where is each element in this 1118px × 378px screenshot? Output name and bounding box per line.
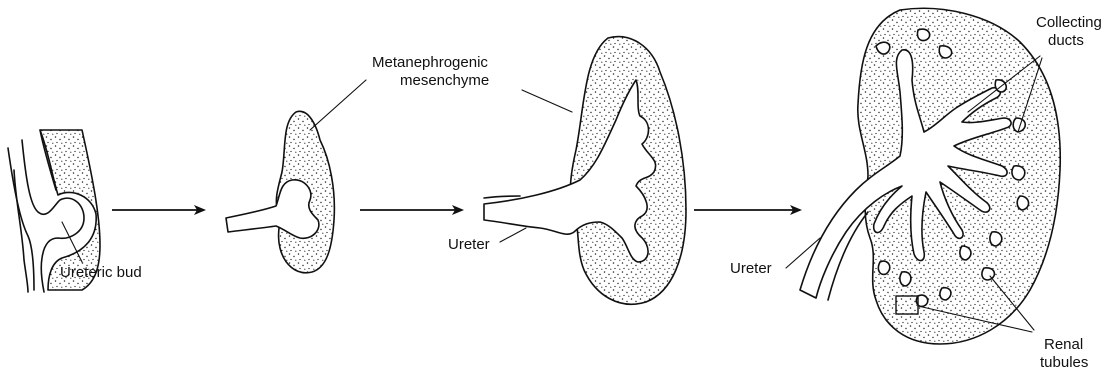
stage-3 [484, 37, 686, 305]
ureter-label-stage4: Ureter [730, 260, 772, 277]
ureter-label-stage3: Ureter [448, 236, 490, 253]
stage-2 [226, 111, 334, 272]
stage2-bud [226, 180, 319, 238]
ureter3-leader [500, 228, 526, 242]
stage1-duct [8, 148, 34, 290]
metanephrogenic-leader-1 [310, 80, 366, 130]
metanephrogenic-leader-2 [522, 90, 572, 112]
ureteric-bud-label: Ureteric bud [60, 264, 142, 281]
stage3-ureter-upper [484, 196, 520, 198]
stage-4 [800, 8, 1060, 344]
renal-tubules-label-line1: Renal [1044, 336, 1083, 353]
collecting-ducts-label-line1: Collecting [1036, 14, 1102, 31]
collecting-ducts-label-line2: ducts [1048, 32, 1084, 49]
renal-tubules-label-line2: tubules [1040, 354, 1088, 371]
metanephrogenic-label-line1: Metanephrogenic [372, 54, 488, 71]
metanephrogenic-label-line2: mesenchyme [400, 72, 489, 89]
stage3-bud [484, 80, 656, 262]
